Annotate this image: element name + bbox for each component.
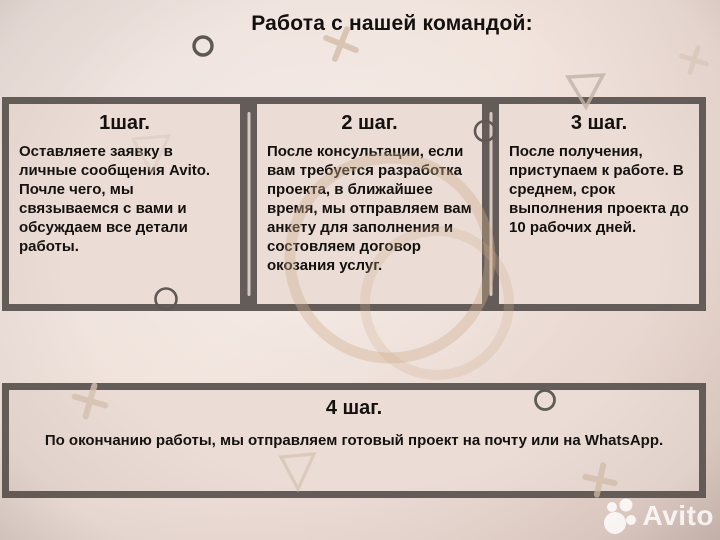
divider-line bbox=[489, 112, 492, 296]
divider-line bbox=[247, 112, 250, 296]
steps-row: 1шаг. Оставляете заявку в личные сообщен… bbox=[2, 97, 706, 311]
step-3-box: 3 шаг. После получения, приступаем к раб… bbox=[499, 104, 699, 304]
step-1-title: 1шаг. bbox=[99, 112, 150, 134]
step-4-box: 4 шаг. По окончанию работы, мы отправляе… bbox=[2, 383, 706, 498]
avito-watermark: Avito bbox=[602, 496, 714, 536]
step-2-box: 2 шаг. После консультации, если вам треб… bbox=[257, 104, 482, 304]
step-2-title: 2 шаг. bbox=[341, 112, 398, 134]
avito-watermark-label: Avito bbox=[642, 500, 714, 531]
page-title: Работа с нашей командой: bbox=[251, 12, 533, 35]
divider-2 bbox=[482, 104, 499, 304]
step-3-text: После получения, приступаем к работе. В … bbox=[509, 143, 689, 237]
x-icon bbox=[679, 45, 709, 75]
step-4-text: По окончанию работы, мы отправляем готов… bbox=[44, 432, 664, 449]
step-1-text: Оставляете заявку в личные сообщения Avi… bbox=[19, 143, 211, 256]
step-4-title: 4 шаг. bbox=[325, 397, 383, 419]
divider-1 bbox=[240, 104, 257, 304]
step-2-text: После консультации, если вам требуется р… bbox=[267, 143, 472, 275]
circle-icon bbox=[192, 35, 214, 57]
step-3-title: 3 шаг. bbox=[570, 112, 628, 134]
avito-logo-icon bbox=[603, 498, 636, 534]
step-1-box: 1шаг. Оставляете заявку в личные сообщен… bbox=[9, 104, 240, 304]
